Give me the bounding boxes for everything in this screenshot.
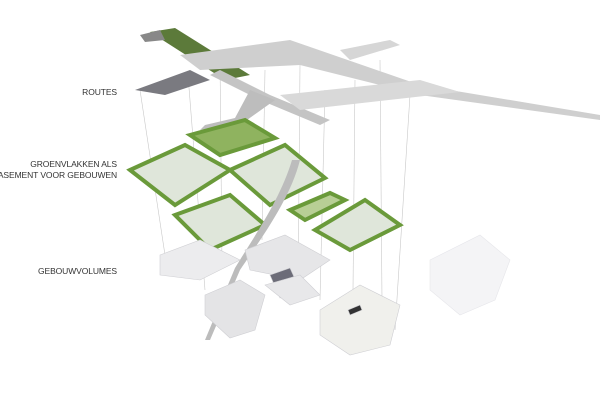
- building-ghost: [429, 234, 511, 316]
- label-green-line2: BASEMENT VOOR GEBOUWEN: [0, 170, 117, 180]
- routes-layer: [135, 28, 600, 130]
- building-left: [159, 239, 241, 281]
- building-big-roof-slot: [347, 304, 363, 316]
- route-curve: [200, 90, 275, 130]
- buildings-layer: [159, 234, 511, 356]
- building-bottom-left: [204, 279, 266, 339]
- route-top-bar: [140, 30, 165, 42]
- route-branch-2: [340, 40, 400, 60]
- route-branch-3: [280, 80, 460, 110]
- route-dark-strip: [135, 70, 210, 95]
- building-bottom-center: [264, 274, 321, 306]
- label-volumes: GEBOUWVOLUMES: [38, 266, 117, 276]
- route-branch: [210, 70, 330, 125]
- green-plate-right: [311, 197, 404, 253]
- label-routes: ROUTES: [82, 87, 117, 97]
- green-plate-top: [185, 117, 280, 158]
- building-big: [319, 284, 401, 356]
- building-center: [244, 234, 331, 281]
- route-main: [180, 40, 600, 120]
- green-plate-small: [285, 190, 350, 223]
- green-plate-center: [226, 142, 329, 208]
- label-green-line1: GROENVLAKKEN ALS: [30, 159, 117, 169]
